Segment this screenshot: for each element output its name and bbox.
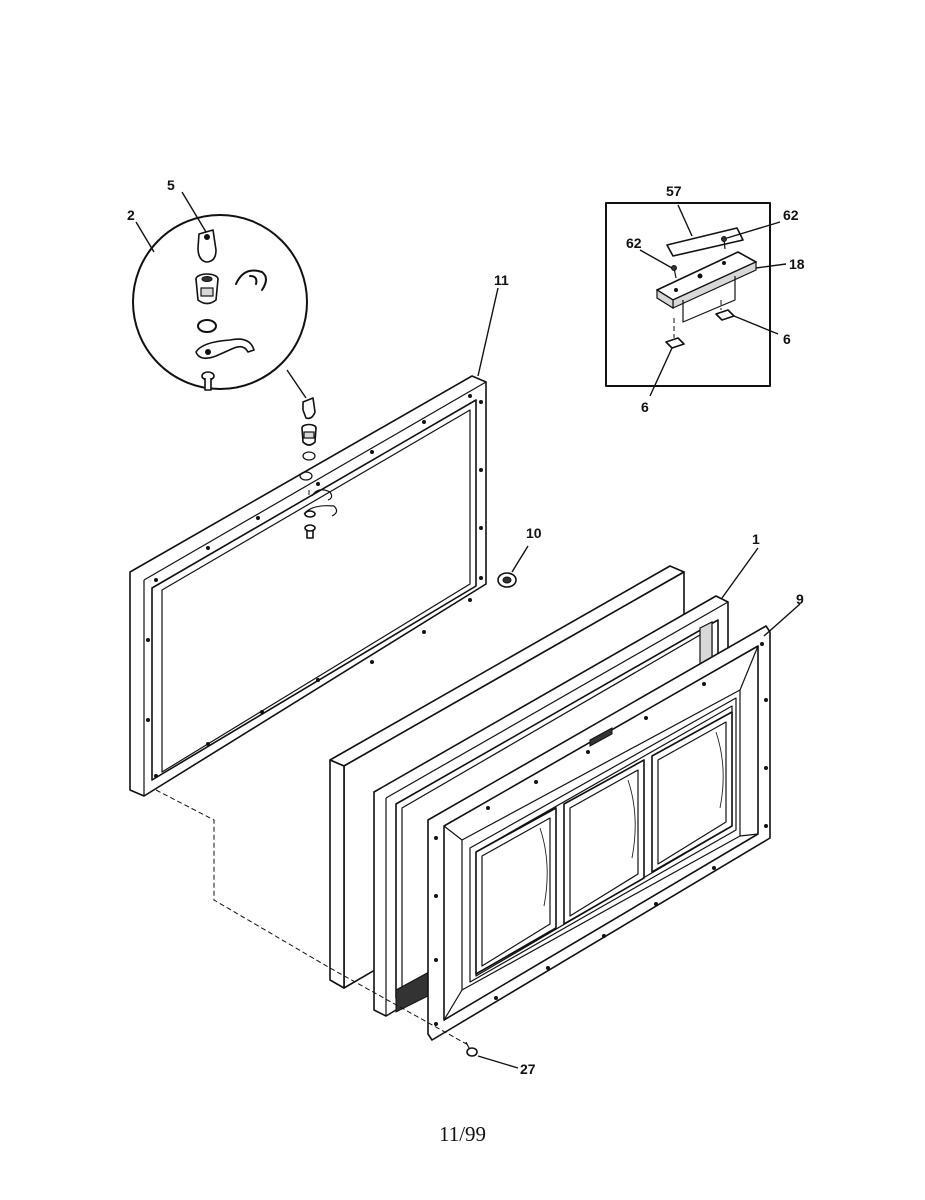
retaining-clip-part bbox=[235, 269, 267, 291]
callout-62-right: 62 bbox=[783, 207, 799, 223]
callout-5: 5 bbox=[167, 177, 175, 193]
o-ring-part bbox=[197, 319, 217, 333]
date-code: 11/99 bbox=[438, 1122, 487, 1146]
callout-2: 2 bbox=[127, 207, 135, 223]
panel-screw-holes bbox=[146, 394, 483, 778]
lock-cylinder-part bbox=[195, 273, 219, 305]
handle-inset-box bbox=[605, 202, 787, 397]
label-strip-part bbox=[666, 227, 744, 257]
key-part bbox=[197, 229, 217, 263]
bumper-part bbox=[497, 572, 517, 588]
callout-11: 11 bbox=[494, 272, 509, 288]
callout-6-bottom: 6 bbox=[641, 399, 649, 415]
handle-part bbox=[656, 251, 757, 323]
callout-1: 1 bbox=[752, 531, 760, 547]
door-inner-panel bbox=[129, 375, 487, 797]
screw-27-part bbox=[465, 1041, 478, 1057]
callout-57: 57 bbox=[666, 183, 682, 199]
lock-assembly-on-door bbox=[301, 397, 338, 539]
callout-27: 27 bbox=[520, 1061, 536, 1077]
callout-62-left: 62 bbox=[626, 235, 642, 251]
cam-latch-part bbox=[195, 338, 255, 360]
lock-detail-circle bbox=[132, 214, 308, 391]
clip-part bbox=[665, 337, 685, 349]
callout-9: 9 bbox=[796, 591, 804, 607]
clip-part bbox=[715, 309, 735, 321]
liner-screw-holes bbox=[434, 642, 768, 1026]
callout-18: 18 bbox=[789, 256, 805, 272]
door-liner bbox=[427, 625, 771, 1041]
screw-part bbox=[201, 371, 215, 391]
callout-10: 10 bbox=[526, 525, 542, 541]
callout-6-right: 6 bbox=[783, 331, 791, 347]
